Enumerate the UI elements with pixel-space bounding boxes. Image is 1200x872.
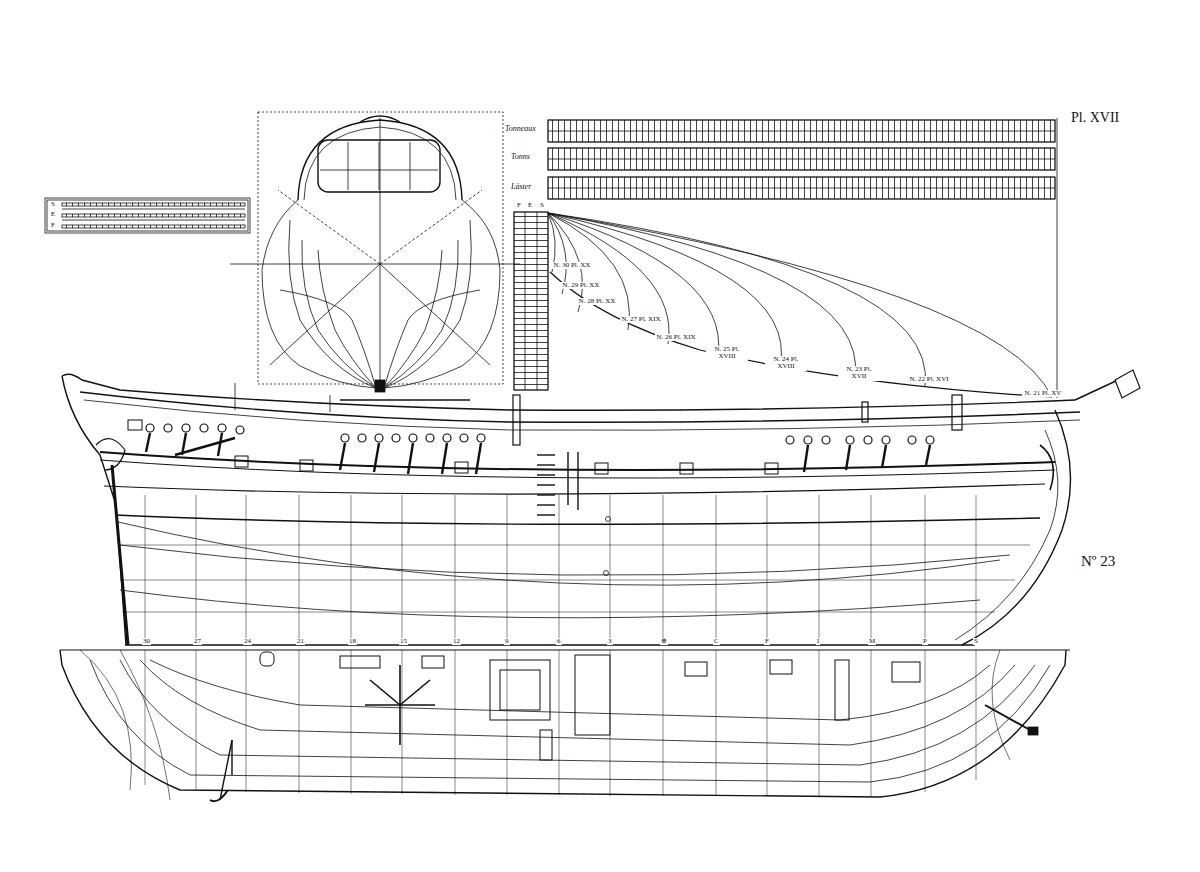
station-number: 27 <box>193 638 202 645</box>
half-breadth-plan <box>60 650 1070 801</box>
scale-letter: F <box>516 202 522 209</box>
station-number: 15 <box>399 638 408 645</box>
station-number: 12 <box>452 638 461 645</box>
curve-label: N. 29 Pl. XX <box>560 282 602 289</box>
sheer-profile <box>62 370 1140 645</box>
curve-label: N. 26 Pl. XIX <box>655 334 697 341</box>
scale-letter: E <box>50 211 56 218</box>
station-number: C <box>713 638 720 645</box>
tonnage-diagram <box>514 118 1057 398</box>
curve-label: N. 28 Pl. XX <box>576 298 618 305</box>
scale-letter: S <box>539 202 545 209</box>
small-scale <box>45 198 250 233</box>
curve-label: N. 25 Pl. XVIII <box>706 346 748 361</box>
scale-name: Tonneaux <box>504 125 537 133</box>
station-number: S <box>973 638 979 645</box>
station-number: 3 <box>607 638 613 645</box>
curve-label: N. 23 Pl. XVII <box>838 366 880 381</box>
station-number: 24 <box>243 638 252 645</box>
scale-name: Tonns <box>510 153 531 161</box>
scale-letter: F <box>50 222 56 229</box>
scale-letter: S <box>50 201 56 208</box>
plate-number: Pl. XVII <box>1070 111 1120 126</box>
station-number: 30 <box>142 638 151 645</box>
station-number: M <box>868 638 876 645</box>
station-number: 18 <box>348 638 357 645</box>
scale-name: Läster <box>510 183 532 191</box>
station-number: 9 <box>504 638 510 645</box>
curve-label: N. 30 Pl. XX <box>551 262 593 269</box>
body-plan <box>230 112 520 392</box>
scale-letter: E <box>527 202 533 209</box>
curve-label: N. 22 Pl. XVI <box>908 376 950 383</box>
station-number: ⊕ <box>660 638 668 645</box>
drawing-number: Nº 23 <box>1080 554 1116 570</box>
station-number: F <box>764 638 770 645</box>
curve-label: N. 24 Pl. XVIII <box>765 356 807 371</box>
station-number: 21 <box>296 638 305 645</box>
station-number: P <box>922 638 928 645</box>
station-number: I <box>816 638 820 645</box>
curve-label: N. 21 Pl. XV <box>1022 390 1064 397</box>
station-number: 6 <box>556 638 562 645</box>
curve-label: N. 27 Pl. XIX <box>620 316 662 323</box>
